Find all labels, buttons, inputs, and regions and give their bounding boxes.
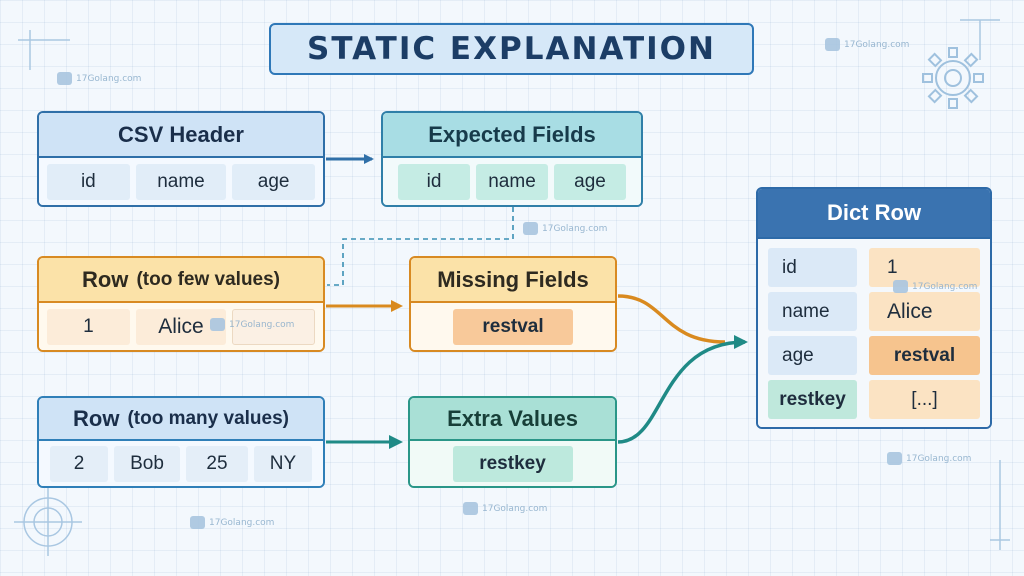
csv-header-field: age (232, 163, 315, 200)
row-value: 25 (186, 445, 248, 482)
curve-extra-to-dict (617, 335, 748, 444)
row-value: NY (254, 445, 312, 482)
expected-field: id (398, 163, 470, 200)
watermark-logo-icon (893, 280, 908, 293)
watermark: 17Golang.com (523, 222, 607, 235)
row-title: Row (81, 266, 129, 292)
curve-missing-to-dict (617, 294, 726, 344)
watermark-logo-icon (887, 452, 902, 465)
row-too-few-title: Row (too few values) (39, 258, 323, 303)
row-note: (too many values) (127, 407, 289, 429)
row-value: 1 (47, 308, 130, 345)
csv-header-title: CSV Header (39, 113, 323, 158)
crosshair-icon (14, 488, 82, 556)
row-value: Bob (114, 445, 180, 482)
watermark-logo-icon (57, 72, 72, 85)
watermark: 17Golang.com (190, 516, 274, 529)
watermark: 17Golang.com (887, 452, 971, 465)
watermark: 17Golang.com (825, 38, 909, 51)
dashed-link-expected-to-row (327, 207, 514, 286)
csv-header-field: id (47, 163, 130, 200)
dict-value: restval (869, 336, 980, 375)
dict-key: age (768, 336, 857, 375)
missing-fields-title: Missing Fields (411, 258, 615, 303)
expected-fields-box: Expected Fields id name age (381, 111, 643, 207)
watermark: 17Golang.com (210, 318, 294, 331)
expected-field: name (476, 163, 548, 200)
row-too-many-box: Row (too many values) 2 Bob 25 NY (37, 396, 325, 488)
dict-row-title: Dict Row (758, 189, 990, 239)
page-title: STATIC EXPLANATION (269, 23, 754, 75)
row-value: 2 (50, 445, 108, 482)
watermark-logo-icon (463, 502, 478, 515)
dict-value: Alice (869, 292, 980, 331)
row-empty-cell (232, 308, 316, 345)
csv-header-box: CSV Header id name age (37, 111, 325, 207)
watermark: 17Golang.com (463, 502, 547, 515)
restkey-value: restkey (452, 445, 573, 482)
dict-key: name (768, 292, 857, 331)
row-too-few-box: Row (too few values) 1 Alice (37, 256, 325, 352)
dict-value: [...] (869, 380, 980, 419)
gear-icon (922, 47, 984, 109)
row-title: Row (73, 405, 120, 431)
watermark-logo-icon (190, 516, 205, 529)
expected-field: age (554, 163, 626, 200)
dict-key: restkey (768, 380, 857, 419)
restval-value: restval (453, 308, 573, 345)
extra-values-title: Extra Values (410, 398, 615, 441)
dict-key: id (768, 248, 857, 287)
dict-value: 1 (869, 248, 980, 287)
watermark-logo-icon (825, 38, 840, 51)
watermark: 17Golang.com (893, 280, 977, 293)
watermark: 17Golang.com (57, 72, 141, 85)
row-too-many-title: Row (too many values) (39, 398, 323, 441)
dict-row-box: Dict Row id 1 name Alice age restval res… (756, 187, 992, 429)
watermark-logo-icon (210, 318, 225, 331)
extra-values-box: Extra Values restkey (408, 396, 617, 488)
csv-header-field: name (135, 163, 227, 200)
row-note: (too few values) (136, 268, 281, 290)
missing-fields-box: Missing Fields restval (409, 256, 617, 352)
expected-fields-title: Expected Fields (383, 113, 641, 158)
watermark-logo-icon (523, 222, 538, 235)
